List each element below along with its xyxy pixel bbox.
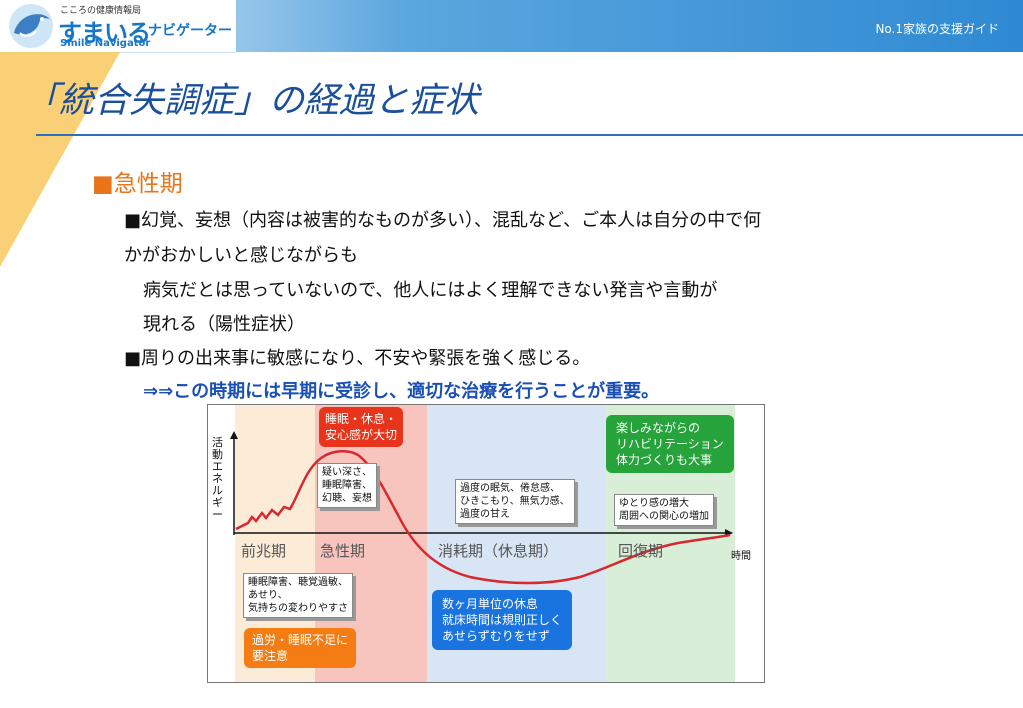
box-line: あせり、 bbox=[248, 590, 288, 601]
box-line: 気持ちの変わりやすさ bbox=[248, 603, 348, 614]
exhaustion-symptoms-box: 過度の眠気、倦怠感、 ひきこもり、無気力感、 過度の甘え bbox=[455, 479, 575, 524]
rest-months-box: 数ヶ月単位の休息 就床時間は規則正しく あせらずむりをせず bbox=[432, 590, 573, 650]
course-diagram: 活動エネルギー 時間 前兆期 急性期 消耗期（休息期） 回復期 睡眠・休息・ 安… bbox=[207, 404, 765, 683]
paragraph-line: ■幻覚、妄想（内容は被害的なものが多い）、混乱など、ご本人は自分の中で何 bbox=[124, 210, 762, 231]
corner-decoration bbox=[0, 52, 120, 267]
box-line: ゆとり感の増大 bbox=[619, 498, 689, 509]
phase-label-prodromal: 前兆期 bbox=[241, 542, 287, 560]
y-axis-arrow bbox=[230, 431, 238, 439]
box-line: 体力づくりも大事 bbox=[616, 453, 713, 467]
sleep-rest-box: 睡眠・休息・ 安心感が大切 bbox=[319, 407, 404, 447]
phase-label-recovery: 回復期 bbox=[618, 542, 664, 560]
title-divider bbox=[36, 134, 1023, 136]
box-line: 周囲への関心の増加 bbox=[619, 511, 709, 522]
x-axis-label: 時間 bbox=[731, 551, 751, 562]
box-line: 就床時間は規則正しく bbox=[442, 613, 563, 627]
logo-sub-text: ナビゲーター bbox=[148, 23, 232, 39]
logo-english: Smile Navigator bbox=[60, 38, 151, 49]
energy-curve bbox=[230, 431, 733, 585]
box-line: 要注意 bbox=[252, 649, 289, 663]
box-line: 睡眠・休息・ bbox=[325, 412, 398, 426]
box-line: 睡眠障害、 bbox=[322, 480, 372, 491]
box-line: 楽しみながらの bbox=[616, 421, 701, 435]
dolphin-icon bbox=[9, 4, 53, 48]
logo-main-text: すまいる bbox=[58, 19, 151, 47]
box-line: 過度の甘え bbox=[460, 509, 510, 520]
box-line: リハビリテーション bbox=[616, 437, 724, 451]
y-axis-label: 活動エネルギー bbox=[212, 436, 223, 521]
box-line: 疑い深さ、 bbox=[322, 467, 372, 478]
box-line: 過労・睡眠不足に bbox=[252, 633, 349, 647]
box-line: ひきこもり、無気力感、 bbox=[460, 496, 570, 507]
phase-label-acute: 急性期 bbox=[320, 542, 366, 560]
paragraph-line: 現れる（陽性症状） bbox=[143, 314, 305, 335]
paragraph-line: ■周りの出来事に敏感になり、不安や緊張を強く感じる。 bbox=[124, 348, 591, 369]
section-heading: ■急性期 bbox=[92, 171, 183, 197]
box-line: 過度の眠気、倦怠感、 bbox=[460, 483, 560, 494]
slide-title: 「統合失調症」の経過と症状 bbox=[24, 81, 480, 121]
paragraph-line: かがおかしいと感じながらも bbox=[124, 245, 358, 266]
header-tag: No.1家族の支援ガイド bbox=[875, 22, 999, 36]
logo-tagline: こころの健康情報局 bbox=[60, 6, 142, 16]
recovery-signs-box: ゆとり感の増大 周囲への関心の増加 bbox=[614, 494, 714, 526]
paragraph-line: 病気だとは思っていないので、他人にはよく理解できない発言や言動が bbox=[143, 280, 718, 301]
box-line: 睡眠障害、聴覚過敏、 bbox=[248, 577, 348, 588]
prodrome-symptoms-box: 睡眠障害、聴覚過敏、 あせり、 気持ちの変わりやすさ bbox=[243, 573, 353, 618]
box-line: 数ヶ月単位の休息 bbox=[442, 597, 539, 611]
rehab-box: 楽しみながらの リハビリテーション 体力づくりも大事 bbox=[606, 415, 734, 473]
box-line: 幻聴、妄想 bbox=[322, 493, 372, 504]
emphasis-line: ⇒⇒この時期には早期に受診し、適切な治療を行うことが重要。 bbox=[143, 381, 660, 402]
box-line: 安心感が大切 bbox=[325, 428, 398, 442]
fatigue-warning-box: 過労・睡眠不足に 要注意 bbox=[244, 628, 357, 668]
acute-symptoms-box: 疑い深さ、 睡眠障害、 幻聴、妄想 bbox=[317, 463, 377, 508]
box-line: あせらずむりをせず bbox=[442, 629, 550, 643]
phase-label-exhaustion: 消耗期（休息期） bbox=[438, 542, 559, 560]
logo[interactable]: こころの健康情報局 すまいる ナビゲーター Smile Navigator bbox=[0, 0, 236, 53]
curve-line bbox=[235, 450, 731, 585]
